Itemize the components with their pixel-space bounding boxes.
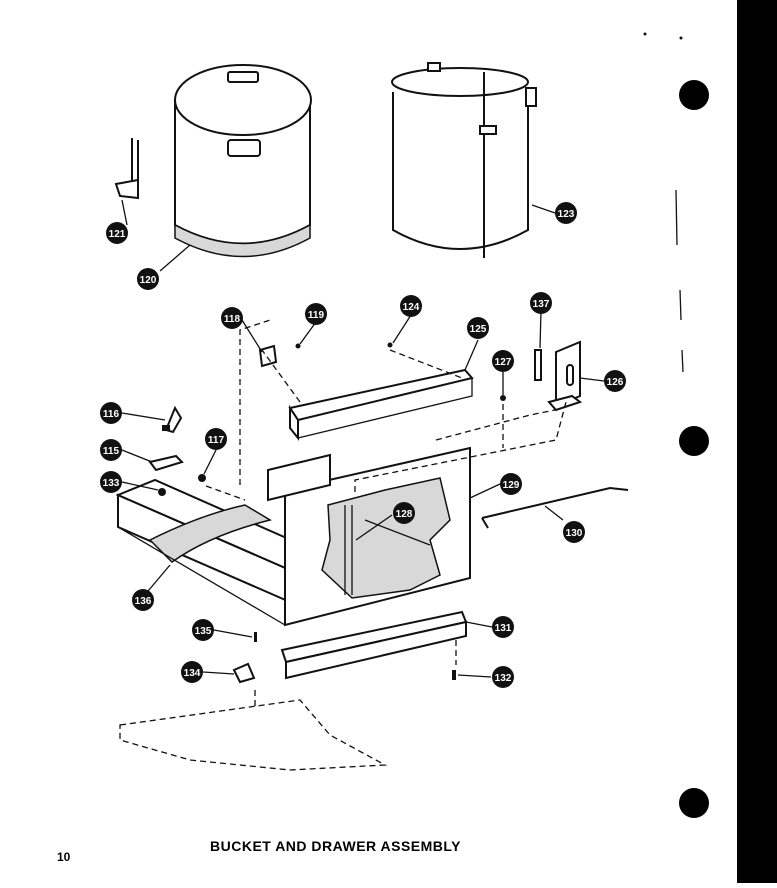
svg-text:124: 124 (403, 302, 420, 313)
svg-text:127: 127 (495, 357, 512, 368)
svg-text:128: 128 (396, 509, 413, 520)
bucket-with-lid (174, 64, 312, 258)
leader-lines (121, 199, 605, 678)
callout-124: 124 (400, 295, 422, 317)
callout-115: 115 (100, 439, 122, 461)
page-number: 10 (57, 850, 71, 864)
svg-text:126: 126 (607, 377, 624, 388)
callout-137: 137 (530, 292, 552, 314)
callout-123: 123 (555, 202, 577, 224)
rod (481, 486, 629, 529)
callout-128: 128 (393, 502, 415, 524)
svg-text:121: 121 (109, 229, 126, 240)
callout-116: 116 (100, 402, 122, 424)
svg-text:117: 117 (208, 435, 225, 446)
svg-text:130: 130 (566, 528, 583, 539)
svg-text:116: 116 (103, 409, 120, 420)
callout-119: 119 (305, 303, 327, 325)
callout-127: 127 (492, 350, 514, 372)
hook-bracket (114, 138, 139, 200)
svg-text:119: 119 (308, 310, 325, 321)
svg-text:131: 131 (495, 623, 512, 634)
bucket-liner (391, 62, 537, 258)
callout-120: 120 (137, 268, 159, 290)
callout-133: 133 (100, 471, 122, 493)
svg-text:137: 137 (533, 299, 550, 310)
scan-edge-bar (737, 0, 777, 883)
svg-text:125: 125 (470, 324, 487, 335)
upper-rail (288, 368, 474, 441)
hardware (148, 342, 506, 684)
svg-text:135: 135 (195, 626, 212, 637)
callout-136: 136 (132, 589, 154, 611)
svg-text:118: 118 (224, 314, 241, 325)
callout-118: 118 (221, 307, 243, 329)
drawer-frame (115, 446, 471, 627)
binder-hole-bottom (679, 788, 709, 818)
svg-text:123: 123 (558, 209, 575, 220)
callout-132: 132 (492, 666, 514, 688)
binder-hole-middle (679, 426, 709, 456)
svg-text:115: 115 (103, 446, 120, 457)
hidden-lines (119, 319, 567, 771)
svg-text:132: 132 (495, 673, 512, 684)
side-bracket (534, 340, 583, 412)
callout-131: 131 (492, 616, 514, 638)
diagram-caption: BUCKET AND DRAWER ASSEMBLY (210, 838, 462, 854)
svg-text:129: 129 (503, 480, 520, 491)
callout-130: 130 (563, 521, 585, 543)
callout-125: 125 (467, 317, 489, 339)
svg-text:120: 120 (140, 275, 157, 286)
svg-text:136: 136 (135, 596, 152, 607)
front-trim (280, 610, 468, 680)
svg-text:134: 134 (184, 668, 201, 679)
callout-129: 129 (500, 473, 522, 495)
callout-121: 121 (106, 222, 128, 244)
callout-135: 135 (192, 619, 214, 641)
binder-hole-top (679, 80, 709, 110)
callout-126: 126 (604, 370, 626, 392)
svg-text:133: 133 (103, 478, 120, 489)
scan-specks (643, 32, 684, 373)
callout-134: 134 (181, 661, 203, 683)
callout-117: 117 (205, 428, 227, 450)
